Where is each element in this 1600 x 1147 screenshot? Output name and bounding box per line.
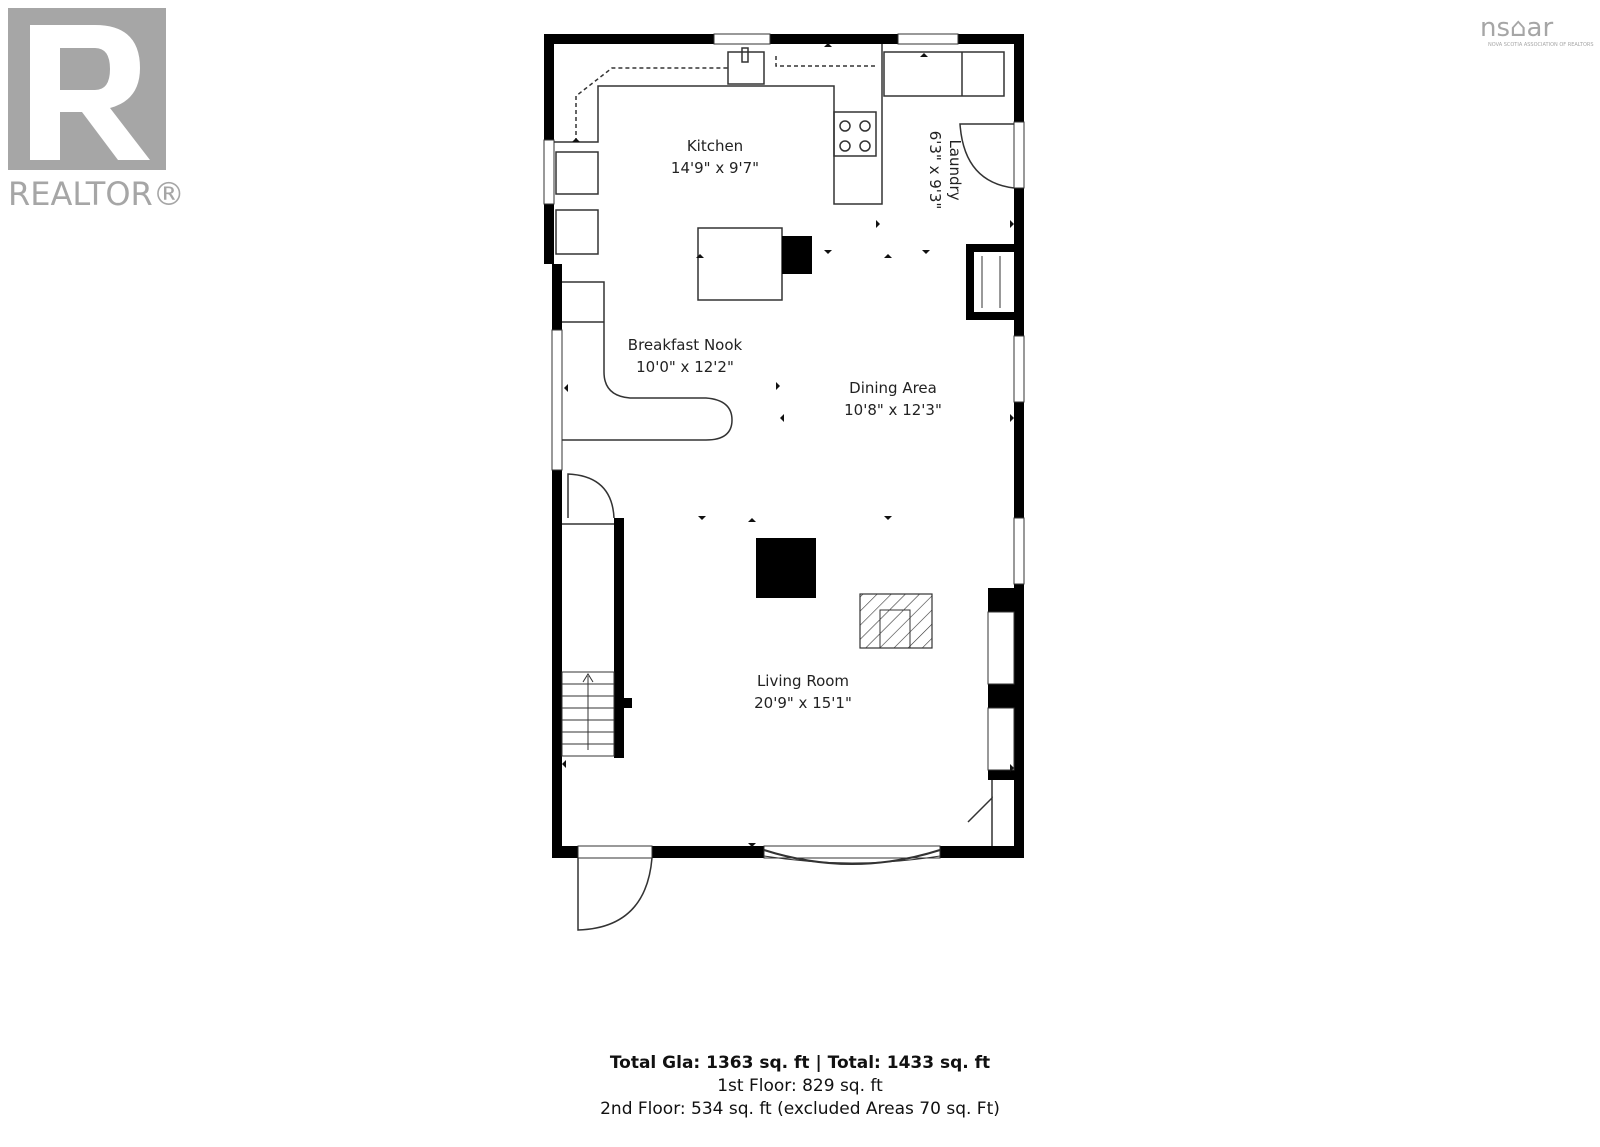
marker-icon	[884, 516, 892, 520]
windows	[543, 33, 1025, 859]
marker-icon	[748, 518, 756, 522]
nsar-subtext: NOVA SCOTIA ASSOCIATION OF REALTORS	[1488, 42, 1594, 48]
window-laundry	[1013, 121, 1025, 189]
window-dining	[1013, 335, 1025, 403]
dining-area-size: 10'8" x 12'3"	[844, 401, 942, 419]
laundry-door-swing	[959, 123, 1015, 189]
chimney-column	[756, 538, 816, 598]
marker-icon	[776, 382, 780, 390]
marker-icon	[876, 220, 880, 228]
window-kitchen-top-2	[897, 33, 959, 45]
marker-icon	[698, 516, 706, 520]
stair-post	[624, 698, 632, 708]
window-kitchen-top-1	[713, 33, 771, 45]
staircase	[561, 671, 615, 757]
stair-wall	[614, 518, 624, 758]
kitchen-chair-2	[555, 209, 599, 255]
stair-run	[561, 671, 615, 757]
breakfast-nook-name: Breakfast Nook	[628, 336, 743, 354]
wall-jog-2	[988, 684, 1018, 708]
closet-shelves	[981, 256, 1001, 308]
kitchen-counters	[554, 44, 1005, 255]
breakfast-nook-size: 10'0" x 12'2"	[636, 358, 734, 376]
upper-cabinet-left	[575, 67, 730, 142]
closet-door-swing	[567, 473, 615, 519]
wall-jog-1	[988, 588, 1018, 612]
kitchen-name: Kitchen	[687, 137, 743, 155]
closet-wall-bottom	[966, 312, 1018, 320]
kitchen-size: 14'9" x 9'7"	[671, 159, 759, 177]
marker-icon	[824, 250, 832, 254]
stove	[833, 111, 877, 157]
marker-icon	[572, 138, 580, 142]
island-fixture	[782, 236, 812, 274]
living-room-name: Living Room	[757, 672, 849, 690]
burner-icon	[859, 140, 871, 152]
bay-window	[763, 849, 941, 865]
first-floor-area: 1st Floor: 829 sq. ft	[717, 1076, 883, 1096]
bay-window-opening	[763, 845, 941, 859]
room-labels: Kitchen 14'9" x 9'7" Laundry 6'3" x 9'3"…	[628, 131, 964, 712]
realtor-r-icon	[30, 25, 150, 160]
marker-icon	[920, 53, 928, 57]
marker-icon	[884, 254, 892, 258]
sink	[727, 51, 765, 85]
closet-wall-left	[966, 244, 974, 320]
area-summary: Total Gla: 1363 sq. ft | Total: 1433 sq.…	[0, 1052, 1600, 1121]
wall-top	[544, 34, 1024, 44]
burner-icon	[839, 140, 851, 152]
second-floor-area: 2nd Floor: 534 sq. ft (excluded Areas 70…	[600, 1099, 1000, 1119]
stair-arrow-head-icon	[582, 673, 594, 683]
closet-wall-top	[966, 244, 1018, 252]
window-kitchen-left	[543, 139, 555, 205]
nook-counter	[562, 281, 733, 441]
built-in-shelf	[987, 707, 1015, 771]
front-door-swing	[577, 857, 653, 931]
marker-icon	[748, 843, 756, 847]
wall-left-lower	[552, 264, 562, 858]
nsar-wordmark: ns⌂ar	[1480, 13, 1553, 43]
built-ins	[987, 611, 1015, 771]
laundry-size: 6'3" x 9'3"	[926, 131, 944, 210]
nsar-logo: ns⌂ar NOVA SCOTIA ASSOCIATION OF REALTOR…	[1480, 13, 1594, 48]
marker-icon	[1010, 764, 1014, 772]
marker-icon	[780, 414, 784, 422]
wall-right	[1014, 34, 1024, 858]
laundry-counter	[883, 51, 1005, 97]
kitchen-island	[697, 227, 783, 301]
marker-icon	[1010, 220, 1014, 228]
laundry-name: Laundry	[946, 139, 964, 200]
marker-icon	[824, 43, 832, 47]
marker-icon	[696, 254, 704, 258]
fireplace-hearth	[879, 609, 911, 649]
door-opening-front	[577, 845, 653, 859]
window-nook-left	[551, 329, 563, 471]
laundry-label: Laundry 6'3" x 9'3"	[926, 131, 964, 210]
burner-icon	[859, 120, 871, 132]
kitchen-chair-1	[555, 151, 599, 195]
window-living-right	[1013, 517, 1025, 585]
markers	[562, 43, 1014, 847]
wall-jog-3	[988, 770, 1018, 780]
counter-outline	[554, 44, 883, 205]
marker-icon	[564, 384, 568, 392]
living-room-size: 20'9" x 15'1"	[754, 694, 852, 712]
realtor-wordmark: REALTOR®	[8, 175, 185, 213]
corner-door-swing	[967, 796, 993, 846]
area-totals: Total Gla: 1363 sq. ft | Total: 1433 sq.…	[609, 1053, 991, 1073]
built-in-shelf	[987, 611, 1015, 685]
bay-window-inner	[763, 855, 941, 864]
dining-area-name: Dining Area	[849, 379, 937, 397]
marker-icon	[562, 760, 566, 768]
marker-icon	[922, 250, 930, 254]
faucet-icon	[741, 47, 749, 63]
fireplace	[859, 593, 933, 649]
burner-icon	[839, 120, 851, 132]
upper-cabinet-right	[775, 56, 876, 67]
marker-icon	[1010, 414, 1014, 422]
realtor-logo: REALTOR®	[8, 8, 185, 213]
